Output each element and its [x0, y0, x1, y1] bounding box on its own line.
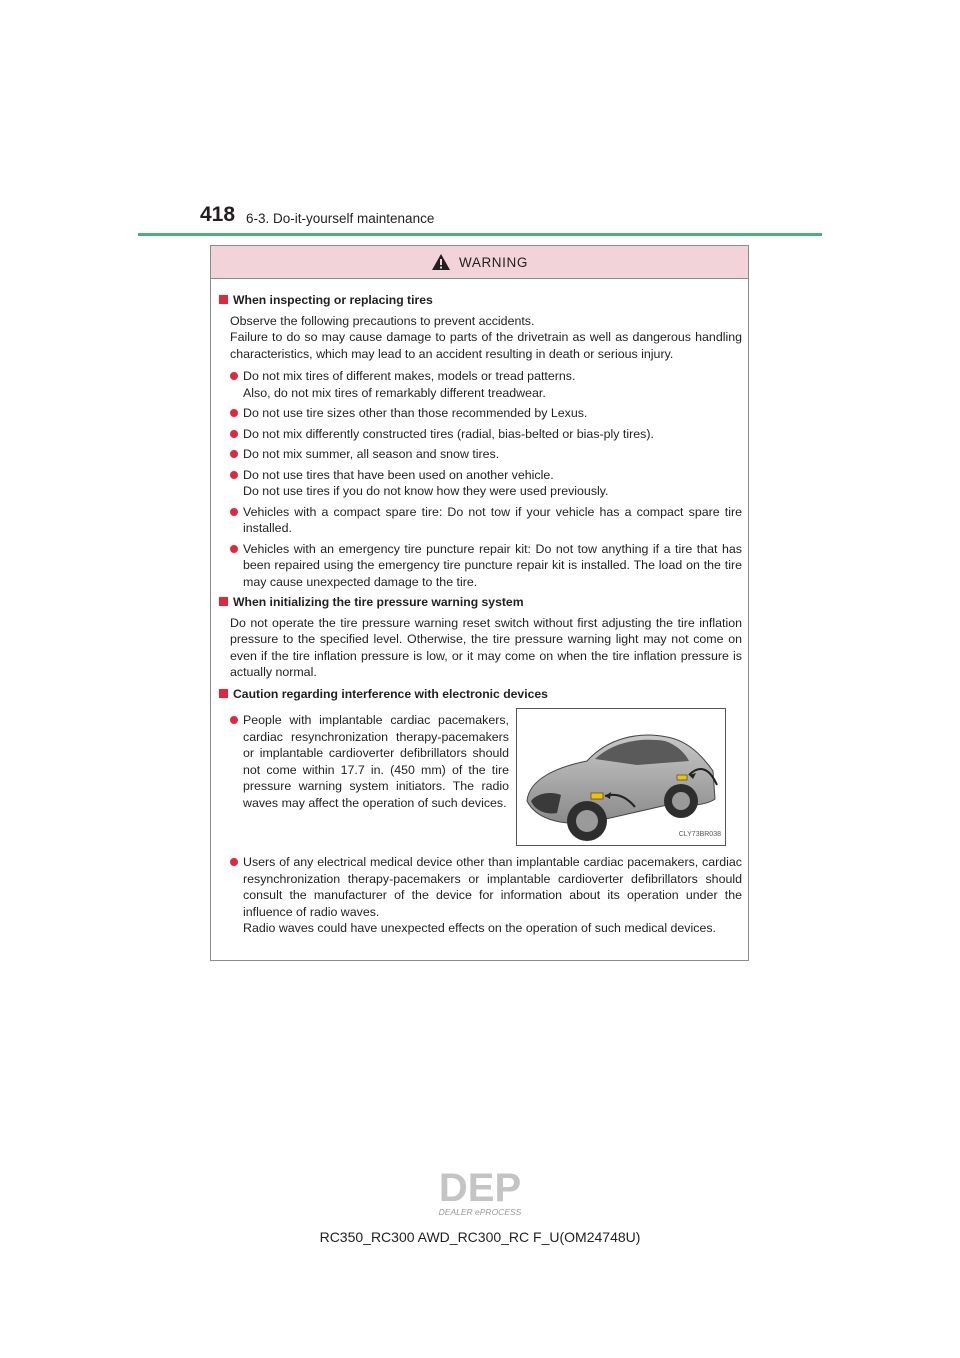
- list-item: Users of any electrical medical device o…: [230, 854, 742, 937]
- bullet-dot-icon: [230, 429, 238, 438]
- header-rule: [138, 233, 822, 236]
- bullet-dot-icon: [230, 470, 238, 479]
- bullet-dot-icon: [230, 507, 238, 516]
- bullet-dot-icon: [230, 858, 238, 866]
- svg-text:DEP: DEP: [439, 1166, 521, 1210]
- list-item: People with implantable cardiac pacemake…: [230, 712, 509, 811]
- list-item: Do not mix summer, all season and snow t…: [230, 446, 742, 463]
- svg-text:DEALER ePROCESS: DEALER ePROCESS: [439, 1207, 522, 1217]
- figure-code: CLY73BR038: [678, 830, 721, 838]
- list-item: Do not use tire sizes other than those r…: [230, 405, 742, 422]
- list-item: Do not mix tires of different makes, mod…: [230, 368, 742, 401]
- dealer-eprocess-logo: DEP DEALER ePROCESS: [439, 1166, 522, 1217]
- square-bullet-icon: [219, 295, 228, 304]
- list-item: Do not use tires that have been used on …: [230, 467, 742, 500]
- car-initiator-diagram: [526, 734, 718, 841]
- section-heading: Caution regarding interference with elec…: [217, 686, 742, 703]
- warning-box: WARNING When inspecting or replacing tir…: [210, 245, 749, 961]
- warning-header: WARNING: [211, 246, 748, 279]
- bullet-dot-icon: [230, 716, 238, 724]
- section-heading: When inspecting or replacing tires: [217, 292, 742, 309]
- warning-triangle-icon: [432, 254, 451, 270]
- list-item: Vehicles with an emergency tire puncture…: [230, 541, 742, 591]
- paragraph: Do not operate the tire pressure warning…: [230, 615, 742, 680]
- bullet-dot-icon: [230, 409, 238, 417]
- page-header: 418 6-3. Do-it-yourself maintenance: [200, 203, 820, 233]
- model-code: RC350_RC300 AWD_RC300_RC F_U(OM24748U): [319, 1229, 641, 1245]
- section-title: 6-3. Do-it-yourself maintenance: [246, 211, 435, 226]
- section-heading: When initializing the tire pressure warn…: [217, 594, 742, 611]
- paragraph: Failure to do so may cause damage to par…: [230, 330, 742, 361]
- bullet-dot-icon: [230, 372, 238, 380]
- paragraph: Observe the following precautions to pre…: [230, 313, 535, 328]
- page-number: 418: [200, 203, 236, 226]
- bullet-with-figure: People with implantable cardiac pacemake…: [217, 706, 742, 846]
- list-item: Do not mix differently constructed tires…: [230, 426, 742, 443]
- bullet-dot-icon: [230, 544, 238, 553]
- warning-title: WARNING: [459, 254, 528, 270]
- bullet-dot-icon: [230, 450, 238, 458]
- warning-body: When inspecting or replacing tires Obser…: [211, 279, 748, 937]
- square-bullet-icon: [219, 597, 228, 606]
- list-item: Vehicles with a compact spare tire: Do n…: [230, 504, 742, 537]
- square-bullet-icon: [219, 688, 228, 698]
- car-illustration: CLY73BR038: [516, 708, 726, 846]
